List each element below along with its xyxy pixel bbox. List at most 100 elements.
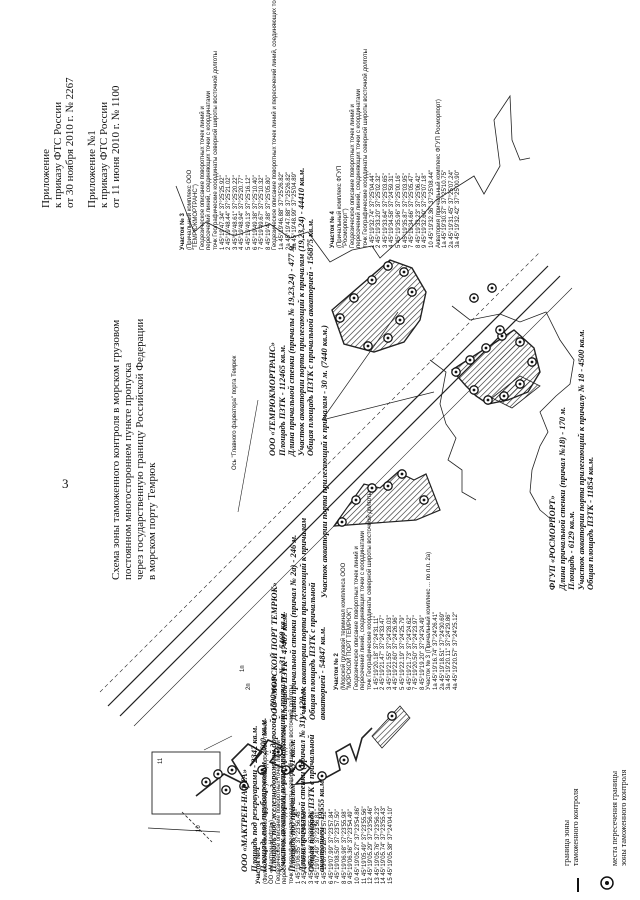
legend-line-label-1: граница зоны: [562, 820, 571, 866]
table-intro-line: (Причальный комплекс ООО: [186, 169, 193, 250]
legend-point-icon: [600, 876, 614, 890]
boundary-point-dot: [390, 714, 394, 718]
channel-edge-1: [107, 265, 549, 707]
table-row: 11 45°19'05.49" 37°23'55.56": [361, 806, 368, 884]
table-row: 3 45°19'33.64" 37°25'03.65": [382, 173, 389, 248]
table-title: Участок № 2: [334, 653, 340, 690]
table-row: 4 45°19'22.60" 37°24'26.96": [393, 615, 400, 690]
boundary-point-dot: [284, 768, 288, 772]
header-block: Приложение к приказу ФТС России от 30 но…: [40, 77, 122, 208]
label-2p: 2п: [246, 683, 252, 690]
table-row: 2 45°19'33.20" 37°25'02.32": [376, 173, 383, 248]
table-site-3: Участок № 3(Причальный комплекс ООО"ТЕМР…: [180, 0, 299, 250]
table-row: 1а 45°19'30.37" 37°25'10.75": [442, 169, 449, 248]
boundary-point-dot: [454, 370, 458, 374]
table-row: 7 45°19'20.50" 37°24'23.97": [413, 615, 420, 690]
boundary-point-dot: [216, 772, 220, 776]
coastline-upper: [175, 94, 531, 263]
table-row: 6 45°19'49.38" 37°25'10.40": [252, 175, 259, 250]
header-line-1: Приложение: [40, 148, 52, 208]
table-intro-line: "Росморпорт"): [343, 208, 350, 248]
table-row: 13 45°19'05.76" 37°23'56.23": [374, 805, 381, 884]
channel-label: Ось "Главного фарватера" порта Темрюк: [232, 355, 238, 470]
table-row: 4а 45°19'20.57" 37°24'25.12": [452, 611, 459, 690]
table-intro-line: Участок № 3 (Причальный комплекс ... по …: [426, 551, 433, 690]
table-row: 7 45°19'08.50" 37°23'57.50": [335, 809, 342, 884]
legend: граница зоны таможенного контроля места …: [540, 596, 630, 896]
table-intro-line: Геодезическое описание поворотных точек …: [272, 0, 279, 250]
table-row: 7 45°19'34.66" 37°25'05.47": [409, 173, 416, 248]
maktren-bottom-line: [147, 827, 221, 833]
table-row: 6 45°19'21.73" 37°24'24.62": [406, 615, 413, 690]
table-title: Участок № 1: [256, 847, 262, 884]
coastline-right: [451, 305, 575, 521]
boundary-point-dot: [320, 774, 324, 778]
boundary-point-dot: [298, 764, 302, 768]
title-line-3: через государственную границу Российской…: [134, 318, 146, 580]
boundary-point-dot: [366, 344, 370, 348]
boundary-point-dot: [486, 398, 490, 402]
maktren-dash: [181, 811, 213, 843]
table-row: 5 45°19'07.53" 37°23'57.51": [321, 809, 328, 884]
table-row: 1 45°19'06.55" 37°23'56.48": [295, 809, 302, 884]
table-header: точк Географические координаты северной …: [212, 51, 219, 250]
table-intro-line: пересечений линий, соединяющих точки с к…: [356, 89, 363, 248]
table-row: 8 45°19'06.98" 37°23'55.98": [341, 809, 348, 884]
boundary-point-dot: [260, 768, 264, 772]
table-row: 2а 45°19'31.45" 37°25'07.24": [448, 169, 455, 248]
table-row: 2а 45°19'47.88" 37°25'26.82": [285, 171, 292, 250]
boundary-point-dot: [340, 520, 344, 524]
table-intro-line: "МОРСКОЙ ПОРТ ТЕМРЮК"): [347, 607, 354, 690]
point-10-label: 10: [196, 825, 202, 832]
table-row: 2а 45°19'18.51" 37°24'30.69": [439, 611, 446, 690]
table-site-4: Участок № 4(Причальный комплекс ФГУП"Рос…: [330, 49, 462, 248]
header-line-2: к приказу ФТС России: [52, 101, 64, 208]
table-header: точк Географические координаты северной …: [366, 491, 373, 690]
table-intro-line: пересечений линий, соединяющих точки с к…: [282, 725, 289, 884]
table-row: 3 45°19'48.61" 37°25'20.22": [232, 175, 239, 250]
table-row: 9 45°19'32.60" 37°25'07.18": [422, 173, 429, 248]
boundary-point-dot: [472, 388, 476, 392]
table-intro-line: "ТЕМРЮКМОРТРАНС"): [193, 184, 200, 250]
table-intro-line: Акватория (причальный комплекс ФГУП Росм…: [435, 99, 442, 248]
title-line-4: в морском порту Темрюк: [146, 462, 158, 580]
legend-line-label-2: таможенного контроля: [571, 788, 580, 866]
legend-point-text: места пересечения границы зоны таможенно…: [610, 770, 628, 866]
boundary-point-dot: [386, 484, 390, 488]
table-row: 1 45°19'20.18" 37°24'31.11": [373, 615, 380, 690]
table-header: точк Географические координаты северной …: [362, 49, 369, 248]
maktren-site: [195, 727, 373, 797]
boundary-point-dot: [224, 788, 228, 792]
table-row: 3 45°19'21.55" 37°24'28.03": [386, 615, 393, 690]
table-intro-line: пересечений линий, соединяющих точки с к…: [206, 91, 213, 250]
header-line-6: от 11 июня 2010 г. № 1100: [110, 85, 122, 208]
legend-line-text: граница зоны таможенного контроля: [562, 788, 580, 866]
temryuk-line: Общая площадь ПЗТК с причальной акватори…: [305, 218, 316, 456]
table-row: 2 45°19'06.86" 37°23'55.51": [302, 809, 309, 884]
leader-line-1: [321, 311, 399, 421]
boundary-point-dot: [518, 340, 522, 344]
table-row: 1а 45°19'16.74" 37°24'26.41": [432, 611, 439, 690]
table-row: 6 45°19'35.87" 37°25'03.95": [402, 173, 409, 248]
map-title: Схема зоны таможенного контроля в морско…: [110, 319, 158, 580]
table-row: 3 45°19'07.10" 37°23'55.80": [308, 809, 315, 884]
boundary-point-dot: [386, 336, 390, 340]
boundary-point-dot: [498, 328, 502, 332]
table-title: Участок № 3: [180, 213, 186, 250]
point-11-label: 11: [158, 757, 164, 764]
legend-symbols: [577, 878, 579, 892]
leader-line-2: [321, 391, 435, 421]
table-row: 10 45°19'32.36" 37°25'08.44": [428, 169, 435, 248]
table-site-2: Участок № 2(Морской грузовой терминал ко…: [334, 491, 459, 690]
table-row: 9 45°19'06.36" 37°23'54.49": [348, 809, 355, 884]
table-row: 7 45°19'49.67" 37°25'10.32": [259, 175, 266, 250]
boundary-point-dot: [242, 784, 246, 788]
boundary-point-dot: [230, 768, 234, 772]
boundary-point-dot: [402, 270, 406, 274]
table-row: 3а 45°19'20.11" 37°24'29.86": [446, 612, 453, 690]
legend-point-label-2: зоны таможенного контроля: [619, 769, 628, 866]
table-row: 1 45°19'32.74" 37°25'04.44": [369, 173, 376, 248]
table-title: Участок № 4: [330, 211, 336, 248]
